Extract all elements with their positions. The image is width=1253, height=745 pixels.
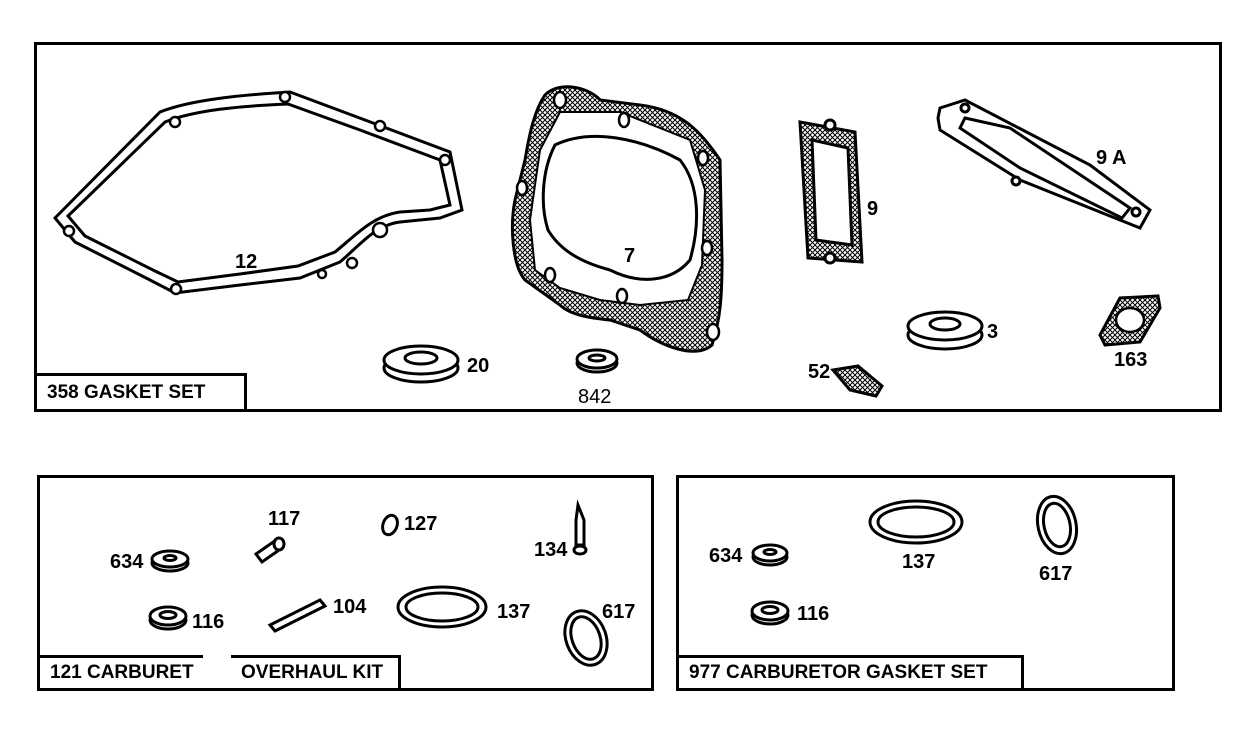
gasket-137: [396, 585, 488, 629]
part-label-116-b: 116: [797, 603, 829, 625]
o-ring-127: [381, 513, 399, 537]
part-label-617-b: 617: [1039, 563, 1072, 585]
part-label-134: 134: [534, 539, 568, 561]
part-label-116: 116: [192, 611, 224, 633]
overhaul-kit-title-left: 121 CARBURET: [37, 655, 203, 691]
flange-gasket-163: [1098, 294, 1162, 347]
pin-117: [253, 536, 286, 565]
part-label-20: 20: [467, 355, 489, 377]
part-label-163: 163: [1114, 349, 1147, 371]
gasket-52: [830, 364, 884, 398]
carb-gasket-set-title: 977 CARBURETOR GASKET SET: [676, 655, 1024, 691]
part-label-52: 52: [808, 361, 830, 383]
crankcase-gasket-12: [52, 90, 464, 296]
oil-seal-20: [382, 344, 460, 384]
part-label-9: 9: [867, 198, 878, 220]
gasket-137-b: [868, 499, 964, 545]
overhaul-kit-title-gap: [203, 655, 231, 661]
cylinder-head-gasket-7: [510, 85, 724, 353]
washer-116: [148, 605, 188, 631]
part-label-3: 3: [987, 321, 998, 343]
part-label-104: 104: [333, 596, 367, 618]
part-label-634: 634: [110, 551, 144, 573]
shaft-104: [267, 598, 328, 633]
washer-116-b: [750, 600, 790, 626]
part-label-7: 7: [624, 245, 635, 267]
exhaust-gasket-9a: [936, 98, 1152, 230]
part-label-127: 127: [404, 513, 437, 535]
part-label-9a: 9 A: [1096, 147, 1126, 169]
part-label-617: 617: [602, 601, 635, 623]
part-label-137: 137: [497, 601, 530, 623]
part-label-842: 842: [578, 386, 611, 408]
part-label-117: 117: [268, 508, 300, 530]
part-label-12: 12: [235, 251, 257, 273]
gasket-617: [563, 609, 609, 667]
gasket-617-b: [1035, 494, 1079, 556]
intake-gasket-9: [798, 118, 864, 265]
seat-634-b: [751, 543, 789, 567]
gasket-set-title: 358 GASKET SET: [34, 373, 247, 412]
part-label-137-b: 137: [902, 551, 935, 573]
oil-seal-3: [906, 310, 984, 351]
seat-634: [150, 549, 190, 573]
washer-842: [575, 348, 619, 374]
needle-134: [572, 499, 588, 556]
part-label-634-b: 634: [709, 545, 743, 567]
overhaul-kit-title-right: OVERHAUL KIT: [231, 655, 401, 691]
